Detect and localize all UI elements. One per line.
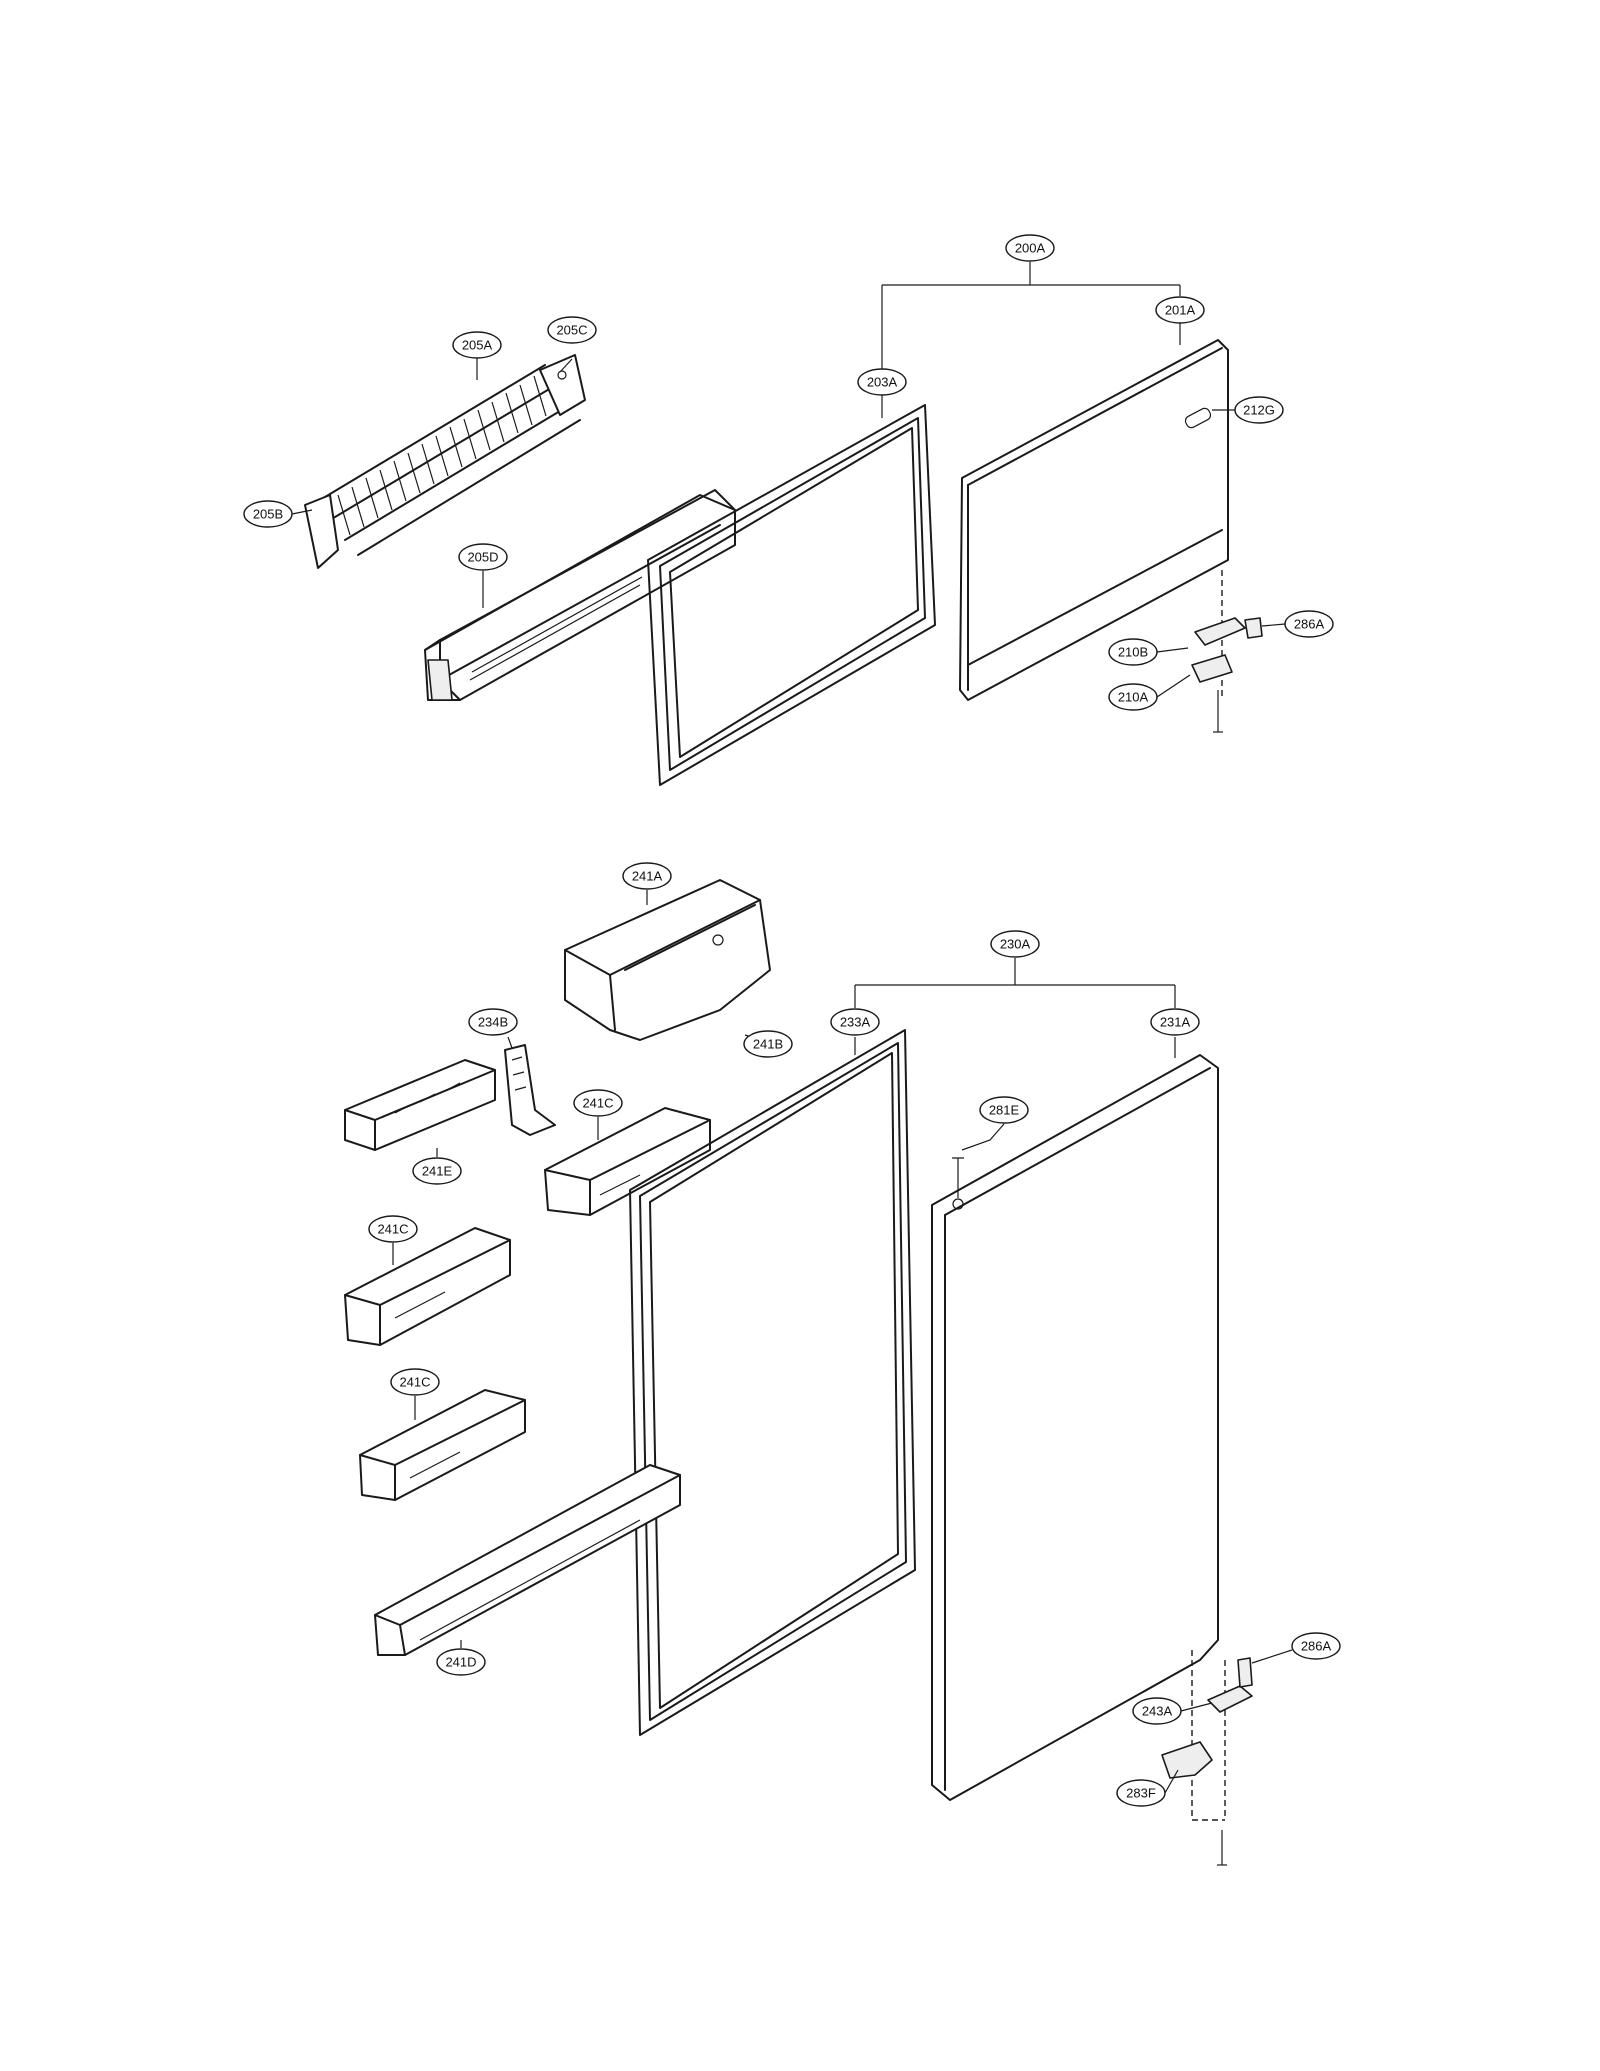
divider-234b — [504, 1044, 556, 1136]
leader-lines — [291, 358, 1293, 1794]
svg-text:283F: 283F — [1126, 1786, 1156, 1801]
wine-rack-205a — [304, 354, 586, 569]
svg-text:205D: 205D — [467, 550, 498, 565]
door-bin-241c-upper — [544, 1107, 711, 1216]
dairy-bin-241a — [564, 879, 771, 1041]
label-210b: 210B — [1108, 638, 1158, 666]
hinge-assembly-top — [1191, 570, 1263, 733]
group-bracket-200a — [881, 262, 1181, 418]
svg-text:241C: 241C — [399, 1375, 430, 1390]
svg-text:200A: 200A — [1015, 241, 1046, 256]
label-241b: 241B — [743, 1030, 793, 1058]
door-bin-241c-middle — [344, 1227, 511, 1346]
svg-text:203A: 203A — [867, 375, 898, 390]
door-bin-241d — [374, 1464, 681, 1656]
label-205b: 205B — [243, 500, 293, 528]
door-bin-241c-lower — [359, 1389, 526, 1501]
svg-text:205C: 205C — [556, 323, 587, 338]
svg-text:230A: 230A — [1000, 937, 1031, 952]
svg-text:205A: 205A — [462, 338, 493, 353]
label-241a: 241A — [622, 862, 672, 890]
label-286a-bottom: 286A — [1291, 1632, 1341, 1660]
svg-text:233A: 233A — [840, 1015, 871, 1030]
svg-text:241D: 241D — [445, 1655, 476, 1670]
label-241d: 241D — [436, 1648, 486, 1676]
label-200a: 200A — [1005, 234, 1055, 262]
label-233a: 233A — [830, 1008, 880, 1036]
group-bracket-230a — [854, 958, 1176, 1058]
gasket-203a — [647, 404, 936, 786]
label-234b: 234B — [468, 1008, 518, 1036]
svg-text:210B: 210B — [1118, 645, 1148, 660]
svg-text:241B: 241B — [753, 1037, 783, 1052]
egg-tray-241e — [344, 1059, 496, 1151]
svg-text:241E: 241E — [422, 1164, 453, 1179]
svg-text:210A: 210A — [1118, 690, 1149, 705]
fridge-door-231a — [931, 1054, 1219, 1801]
label-210a: 210A — [1108, 683, 1158, 711]
freezer-door-201a — [959, 339, 1229, 701]
svg-text:286A: 286A — [1301, 1639, 1332, 1654]
label-283f: 283F — [1116, 1779, 1166, 1807]
label-205a: 205A — [452, 331, 502, 359]
label-281e: 281E — [979, 1096, 1029, 1124]
label-203a: 203A — [857, 368, 907, 396]
gasket-233a — [629, 1029, 916, 1736]
label-241c-upper: 241C — [573, 1089, 623, 1117]
label-241e: 241E — [412, 1157, 462, 1185]
door-bin-205d — [424, 489, 736, 701]
label-231a: 231A — [1150, 1008, 1200, 1036]
svg-text:234B: 234B — [478, 1015, 508, 1030]
hinge-assembly-bottom — [1161, 1650, 1253, 1866]
svg-text:281E: 281E — [989, 1103, 1020, 1118]
label-241c-middle: 241C — [368, 1215, 418, 1243]
svg-text:241C: 241C — [582, 1096, 613, 1111]
label-243a: 243A — [1132, 1697, 1182, 1725]
label-201a: 201A — [1155, 296, 1205, 324]
svg-text:241C: 241C — [377, 1222, 408, 1237]
label-205c: 205C — [547, 316, 597, 344]
svg-text:231A: 231A — [1160, 1015, 1191, 1030]
svg-text:241A: 241A — [632, 869, 663, 884]
svg-text:212G: 212G — [1243, 403, 1275, 418]
svg-text:205B: 205B — [253, 507, 283, 522]
label-230a: 230A — [990, 930, 1040, 958]
svg-text:286A: 286A — [1294, 617, 1325, 632]
label-212g: 212G — [1234, 396, 1284, 424]
svg-text:243A: 243A — [1142, 1704, 1173, 1719]
label-241c-lower: 241C — [390, 1368, 440, 1396]
label-286a-top: 286A — [1284, 610, 1334, 638]
svg-text:201A: 201A — [1165, 303, 1196, 318]
label-205d: 205D — [458, 543, 508, 571]
